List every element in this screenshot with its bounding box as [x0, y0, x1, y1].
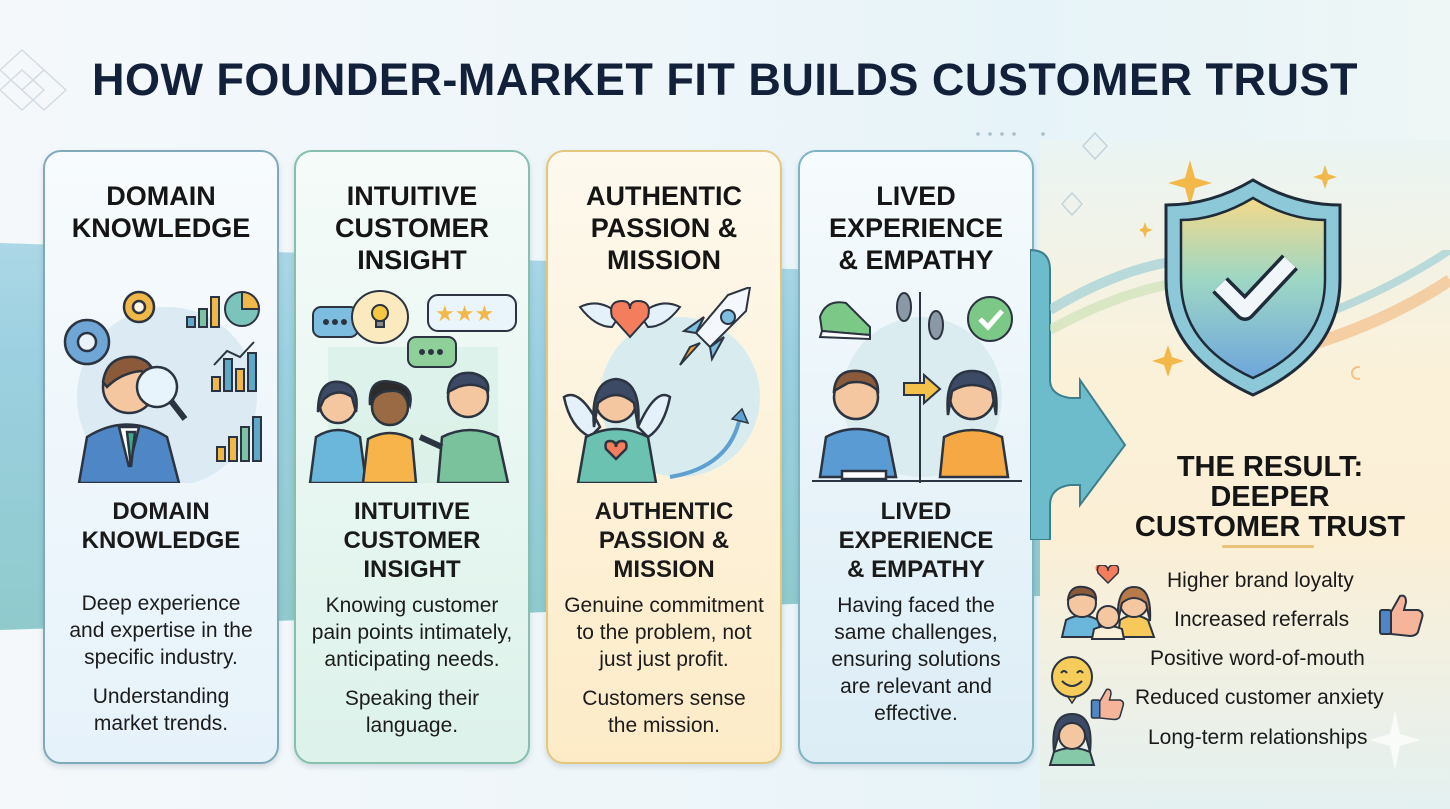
woman-avatar-icon — [1048, 712, 1096, 766]
dots-decoration — [976, 131, 1109, 217]
card-domain-knowledge: DOMAIN KNOWLEDGE DO — [43, 150, 279, 764]
person-woman — [308, 380, 368, 483]
benefit-item: Positive word-of-mouth — [1150, 647, 1365, 670]
circular-arrow-icon — [669, 416, 742, 479]
benefit-item: Higher brand loyalty — [1167, 569, 1354, 592]
card-subheading: LIVED EXPERIENCE & EMPATHY — [838, 498, 994, 583]
card-authentic-passion-mission: AUTHENTIC PASSION & MISSION AUTHENTIC PA… — [546, 150, 782, 764]
pie-chart-icon — [224, 290, 261, 327]
diamond-pattern-decoration — [0, 48, 68, 112]
speech-bubble-icon — [312, 306, 359, 338]
card-subheading: INTUITIVE CUSTOMER INSIGHT — [343, 498, 481, 583]
sneaker-icon — [818, 301, 871, 341]
star-rating-bubble: ★★★ — [427, 294, 517, 332]
smiley-bubble-icon — [1051, 656, 1093, 705]
empathy-illustration — [812, 292, 1022, 483]
card-description-secondary: Customers sense the mission. — [582, 687, 746, 737]
divider — [1222, 545, 1314, 548]
card-heading: AUTHENTIC PASSION & MISSION — [586, 181, 742, 275]
card-description: Genuine commitment to the problem, not j… — [564, 594, 764, 671]
card-description-secondary: Speaking their language. — [344, 687, 480, 737]
card-heading: DOMAIN KNOWLEDGE — [71, 181, 251, 243]
sparkle-icon — [1140, 160, 1337, 377]
card-description: Deep experience and expertise in the spe… — [69, 592, 253, 669]
person-analyst — [77, 355, 188, 483]
arrow-right-icon — [903, 372, 942, 406]
card-subheading: DOMAIN KNOWLEDGE — [81, 498, 241, 554]
lightbulb-icon — [351, 290, 409, 344]
line-chart-icon — [211, 341, 257, 392]
card-subheading: AUTHENTIC PASSION & MISSION — [594, 498, 734, 583]
card-lived-experience-empathy: LIVED EXPERIENCE & EMPATHY — [798, 150, 1034, 764]
bar-chart-icon — [186, 296, 220, 328]
card-heading: LIVED EXPERIENCE & EMPATHY — [828, 181, 1004, 275]
sparkle-icon — [1370, 710, 1420, 770]
person-happy — [938, 369, 1010, 479]
page-title: HOW FOUNDER-MARKET FIT BUILDS CUSTOMER T… — [91, 54, 1359, 105]
benefit-item: Increased referrals — [1174, 608, 1350, 631]
result-title: THE RESULT: DEEPER CUSTOMER TRUST — [1134, 451, 1406, 543]
family-icon — [1060, 565, 1156, 640]
gear-icon — [63, 318, 111, 366]
flow-arrow-to-result — [1030, 248, 1127, 540]
shield-check-icon — [1140, 160, 1360, 397]
people-conversation-illustration: ★★★ — [308, 290, 517, 483]
person-stressed — [818, 369, 898, 481]
thumbs-up-icon — [1090, 688, 1125, 721]
benefit-item: Reduced customer anxiety — [1135, 686, 1384, 709]
checkmark-bubble-icon — [967, 296, 1013, 342]
person-man — [418, 371, 510, 483]
benefit-item: Long-term relationships — [1148, 726, 1368, 749]
winged-heart-icon — [578, 299, 682, 339]
gear-icon — [122, 290, 156, 324]
rocket-icon — [679, 287, 752, 366]
card-intuitive-customer-insight: INTUITIVE CUSTOMER INSIGHT ★★★ — [294, 150, 530, 764]
card-description-secondary: Understanding market trends. — [92, 685, 230, 735]
card-description: Knowing customer pain points intimately,… — [311, 594, 513, 671]
passion-rocket-illustration — [562, 287, 760, 483]
person-woman-with-wings — [562, 377, 672, 483]
card-description: Having faced the same challenges, ensuri… — [831, 594, 1001, 725]
svg-text:★★★: ★★★ — [435, 301, 494, 326]
bar-chart-icon — [216, 416, 262, 462]
analyst-magnifier-illustration — [63, 290, 262, 483]
card-heading: INTUITIVE CUSTOMER INSIGHT — [334, 181, 489, 275]
footprints-icon — [896, 292, 944, 340]
thumbs-up-icon — [1379, 594, 1424, 638]
speech-bubble-icon — [407, 336, 457, 368]
person-woman — [361, 380, 418, 483]
